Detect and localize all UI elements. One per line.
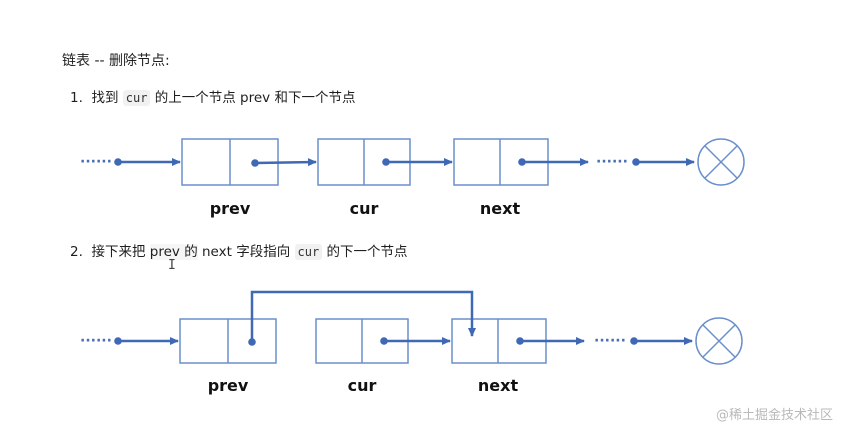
step-2-mid2: next 字段指向 [202,244,291,260]
step-1-number: 1. [70,90,83,106]
d1-dots-right: ······ [596,154,628,170]
step-1-text: 1. 找到 cur 的上一个节点 prev 和下一个节点 [70,86,355,106]
d2-prev-bypass-arrow [250,290,476,342]
d1-label-prev: prev [210,199,251,218]
d2-null-icon [695,317,743,365]
d1-label-cur: cur [350,199,379,218]
d2-label-cur: cur [348,376,377,395]
d2-dots-left: ······ [80,333,112,349]
step-2-pre: 接下来把 [91,244,146,260]
step-2-text: 2. 接下来把 prev 的 next 字段指向 cur 的下一个节点 [70,240,407,260]
d1-prev-arrow [254,158,317,167]
d2-dots-right: ······ [594,333,626,349]
step-2-post: 的下一个节点 [326,244,408,260]
step-1-pre: 找到 [91,90,119,106]
d1-dots-left: ······ [80,154,112,170]
text-cursor-icon: I [168,258,176,273]
section-title: 链表 -- 删除节点: [62,53,170,69]
d1-dot-in [114,158,122,166]
step-2-number: 2. [70,244,83,260]
d2-label-prev: prev [208,376,249,395]
step-1-post: 的上一个节点 prev 和下一个节点 [154,90,356,106]
step-2-mid1: prev 的 [149,244,198,260]
d1-label-next: next [480,199,521,218]
step-2-code: cur [294,244,323,260]
d2-label-next: next [478,376,519,395]
watermark: @稀土掘金技术社区 [715,408,833,423]
step-1-code: cur [122,90,151,106]
d1-null-icon [697,138,745,186]
